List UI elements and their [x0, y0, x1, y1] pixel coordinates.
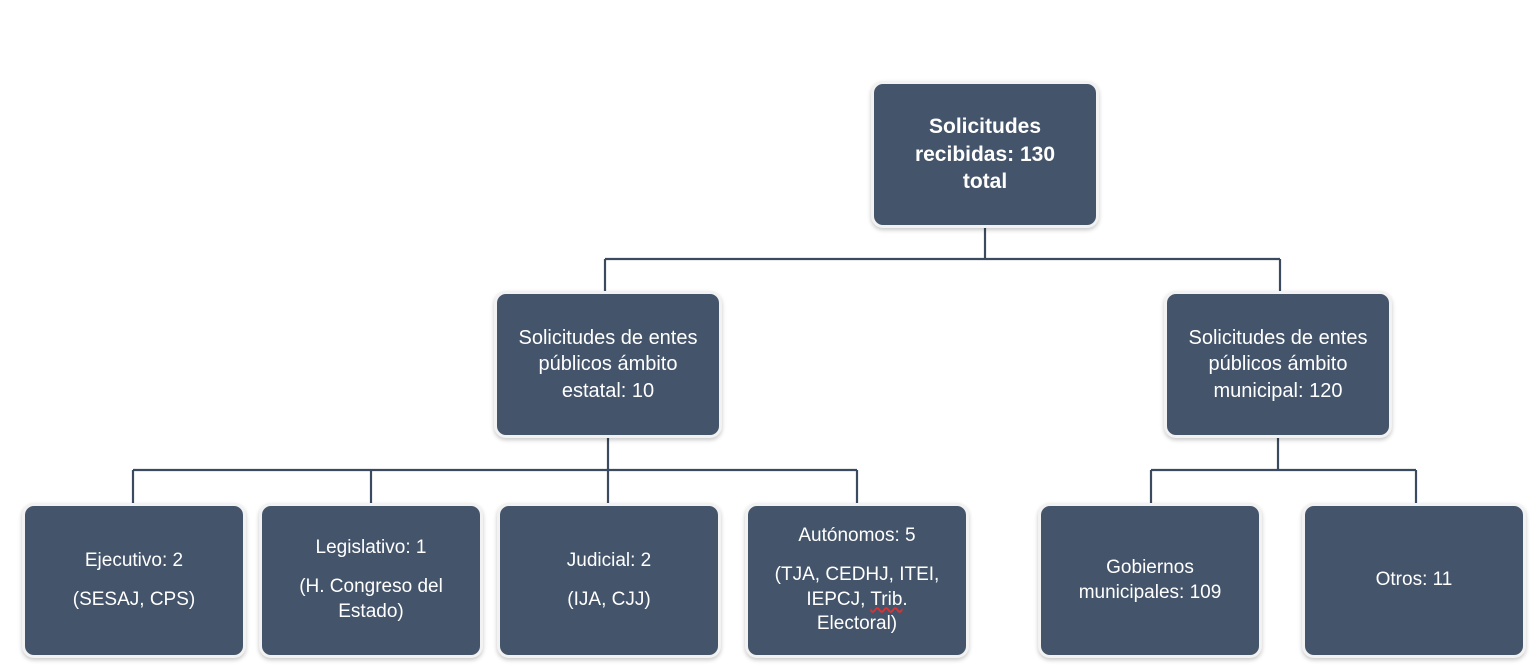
node-autonomos-detail-line-2: IEPCJ, Trib. [758, 588, 956, 613]
node-gobiernos-line-1: Gobiernos [1106, 556, 1194, 578]
node-ambito-estatal[interactable]: Solicitudes de entes públicos ámbito est… [494, 291, 722, 438]
node-otros[interactable]: Otros: 11 [1302, 503, 1526, 658]
node-autonomos[interactable]: Autónomos: 5 (TJA, CEDHJ, ITEI, IEPCJ, T… [745, 503, 969, 658]
node-legislativo-detail-line-1: (H. Congreso del [299, 576, 443, 598]
node-gobiernos-line-2: municipales: 109 [1078, 581, 1222, 603]
node-ejecutivo-detail: (SESAJ, CPS) [72, 588, 196, 610]
node-root-line-3: total [962, 170, 1008, 194]
node-municipal-line-3: municipal: 120 [1213, 379, 1343, 402]
node-autonomos-title: Autónomos: 5 [798, 525, 916, 547]
node-root-line-2: recibidas: 130 [914, 142, 1056, 166]
node-judicial[interactable]: Judicial: 2 (IJA, CJJ) [497, 503, 721, 658]
node-gobiernos-municipales[interactable]: Gobiernos municipales: 109 [1038, 503, 1262, 658]
node-otros-line-1: Otros: 11 [1375, 569, 1453, 591]
node-root-line-1: Solicitudes [928, 114, 1042, 138]
node-legislativo-title: Legislativo: 1 [315, 537, 427, 559]
node-estatal-line-3: estatal: 10 [561, 379, 655, 402]
node-solicitudes-recibidas[interactable]: Solicitudes recibidas: 130 total [871, 81, 1099, 228]
node-legislativo[interactable]: Legislativo: 1 (H. Congreso del Estado) [259, 503, 483, 658]
node-judicial-title: Judicial: 2 [566, 549, 652, 571]
node-ejecutivo[interactable]: Ejecutivo: 2 (SESAJ, CPS) [22, 503, 246, 658]
node-municipal-line-1: Solicitudes de entes [1188, 326, 1368, 349]
node-autonomos-detail-line-1: (TJA, CEDHJ, ITEI, [774, 563, 940, 585]
spellcheck-misspelled-word: Trib [870, 588, 903, 610]
node-autonomos-detail-prefix: IEPCJ, [806, 588, 871, 610]
node-autonomos-detail-suffix: . [902, 588, 908, 610]
node-ambito-municipal[interactable]: Solicitudes de entes públicos ámbito mun… [1164, 291, 1392, 438]
node-estatal-line-1: Solicitudes de entes [518, 326, 698, 349]
node-municipal-line-2: públicos ámbito [1208, 353, 1348, 376]
node-autonomos-detail-line-3: Electoral) [816, 613, 898, 635]
node-judicial-detail: (IJA, CJJ) [567, 588, 651, 610]
node-legislativo-detail-line-2: Estado) [338, 600, 404, 622]
node-estatal-line-2: públicos ámbito [538, 353, 678, 376]
node-ejecutivo-title: Ejecutivo: 2 [84, 549, 184, 571]
